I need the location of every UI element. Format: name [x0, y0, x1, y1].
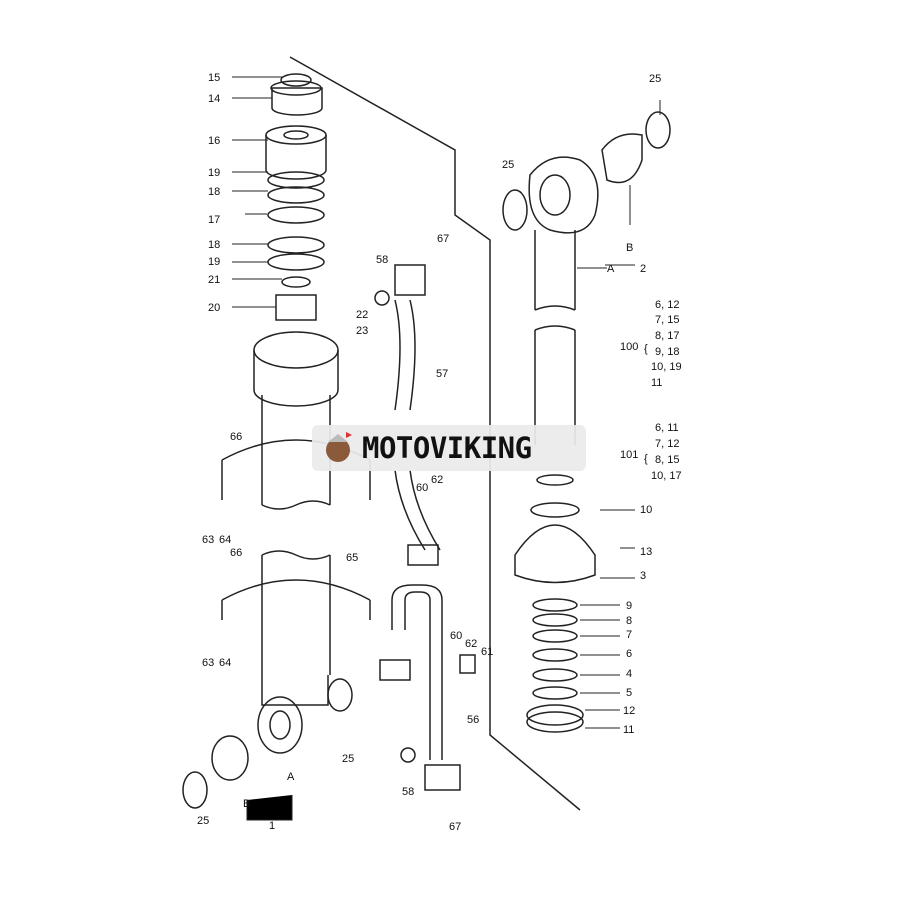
label: 58 [376, 254, 388, 266]
label: 18 [208, 186, 220, 198]
cylinder-head-parts [265, 73, 327, 321]
label: B [243, 798, 250, 810]
label: 4 [626, 668, 632, 680]
label: 12 [623, 705, 635, 717]
label: 9 [626, 600, 632, 612]
brace: { [644, 343, 648, 355]
label: 63 [202, 534, 214, 546]
watermark-brand: MOTOVIKING [362, 431, 532, 465]
watermark: MOTOVIKING [312, 425, 586, 471]
kit-item: 6, 12 [655, 299, 679, 311]
label: 60 [450, 630, 462, 642]
label: 66 [230, 431, 242, 443]
label: 62 [465, 638, 477, 650]
label: A [287, 771, 295, 783]
label: 60 [416, 482, 428, 494]
label: 23 [356, 325, 368, 337]
label: 8 [626, 615, 632, 627]
label: 25 [502, 159, 514, 171]
label: A [607, 263, 615, 275]
kit-item: 6, 11 [655, 422, 679, 434]
label: 11 [623, 724, 634, 736]
label: 15 [208, 72, 220, 84]
label: 66 [230, 547, 242, 559]
label: 5 [626, 687, 632, 699]
pipes [374, 264, 476, 791]
leader-lines [232, 76, 661, 821]
label: 10 [640, 504, 652, 516]
label: 64 [219, 657, 231, 669]
label: 17 [208, 214, 220, 226]
label: 61 [481, 646, 493, 658]
label: 19 [208, 167, 220, 179]
kit-item: 10, 19 [651, 361, 682, 373]
label: 22 [356, 309, 368, 321]
label: 20 [208, 302, 220, 314]
label: 67 [437, 233, 449, 245]
label: 3 [640, 570, 646, 582]
label: 25 [197, 815, 209, 827]
kit-item: 9, 18 [655, 346, 679, 358]
label: 67 [449, 821, 461, 833]
label: 21 [208, 274, 220, 286]
label: 13 [640, 546, 652, 558]
label: 2 [640, 263, 646, 275]
viking-mascot-icon [326, 432, 352, 462]
label: 16 [208, 135, 220, 147]
label: B [626, 242, 633, 254]
kit-item: 7, 12 [655, 438, 679, 450]
label: 57 [436, 368, 448, 380]
piston-rod [502, 111, 671, 733]
kit-id: 100 [620, 341, 638, 353]
assembly-boundary [289, 56, 581, 811]
label: 19 [208, 256, 220, 268]
label: 7 [626, 629, 632, 641]
label: 58 [402, 786, 414, 798]
label: 25 [342, 753, 354, 765]
brace: { [644, 453, 648, 465]
label: 18 [208, 239, 220, 251]
label: 62 [431, 474, 443, 486]
kit-101: 101 { 6, 11 7, 12 8, 15 10, 17 [620, 422, 682, 482]
label: 65 [346, 552, 358, 564]
kit-item: 10, 17 [651, 470, 682, 482]
kit-item: 8, 17 [655, 330, 679, 342]
kit-item: 8, 15 [655, 454, 679, 466]
label: 1 [269, 820, 275, 832]
label: 6 [626, 648, 632, 660]
kit-id: 101 [620, 449, 638, 461]
label: 14 [208, 93, 220, 105]
kit-item: 7, 15 [655, 314, 679, 326]
kit-item: 11 [651, 377, 662, 389]
label: 63 [202, 657, 214, 669]
label: 64 [219, 534, 231, 546]
part-labels: 15 14 16 19 18 17 18 19 21 20 22 23 58 6… [197, 72, 661, 833]
cylinder-tube [182, 331, 371, 809]
kit-100: 100 { 6, 12 7, 15 8, 17 9, 18 10, 19 11 [620, 299, 682, 389]
label: 56 [467, 714, 479, 726]
label: 25 [649, 73, 661, 85]
